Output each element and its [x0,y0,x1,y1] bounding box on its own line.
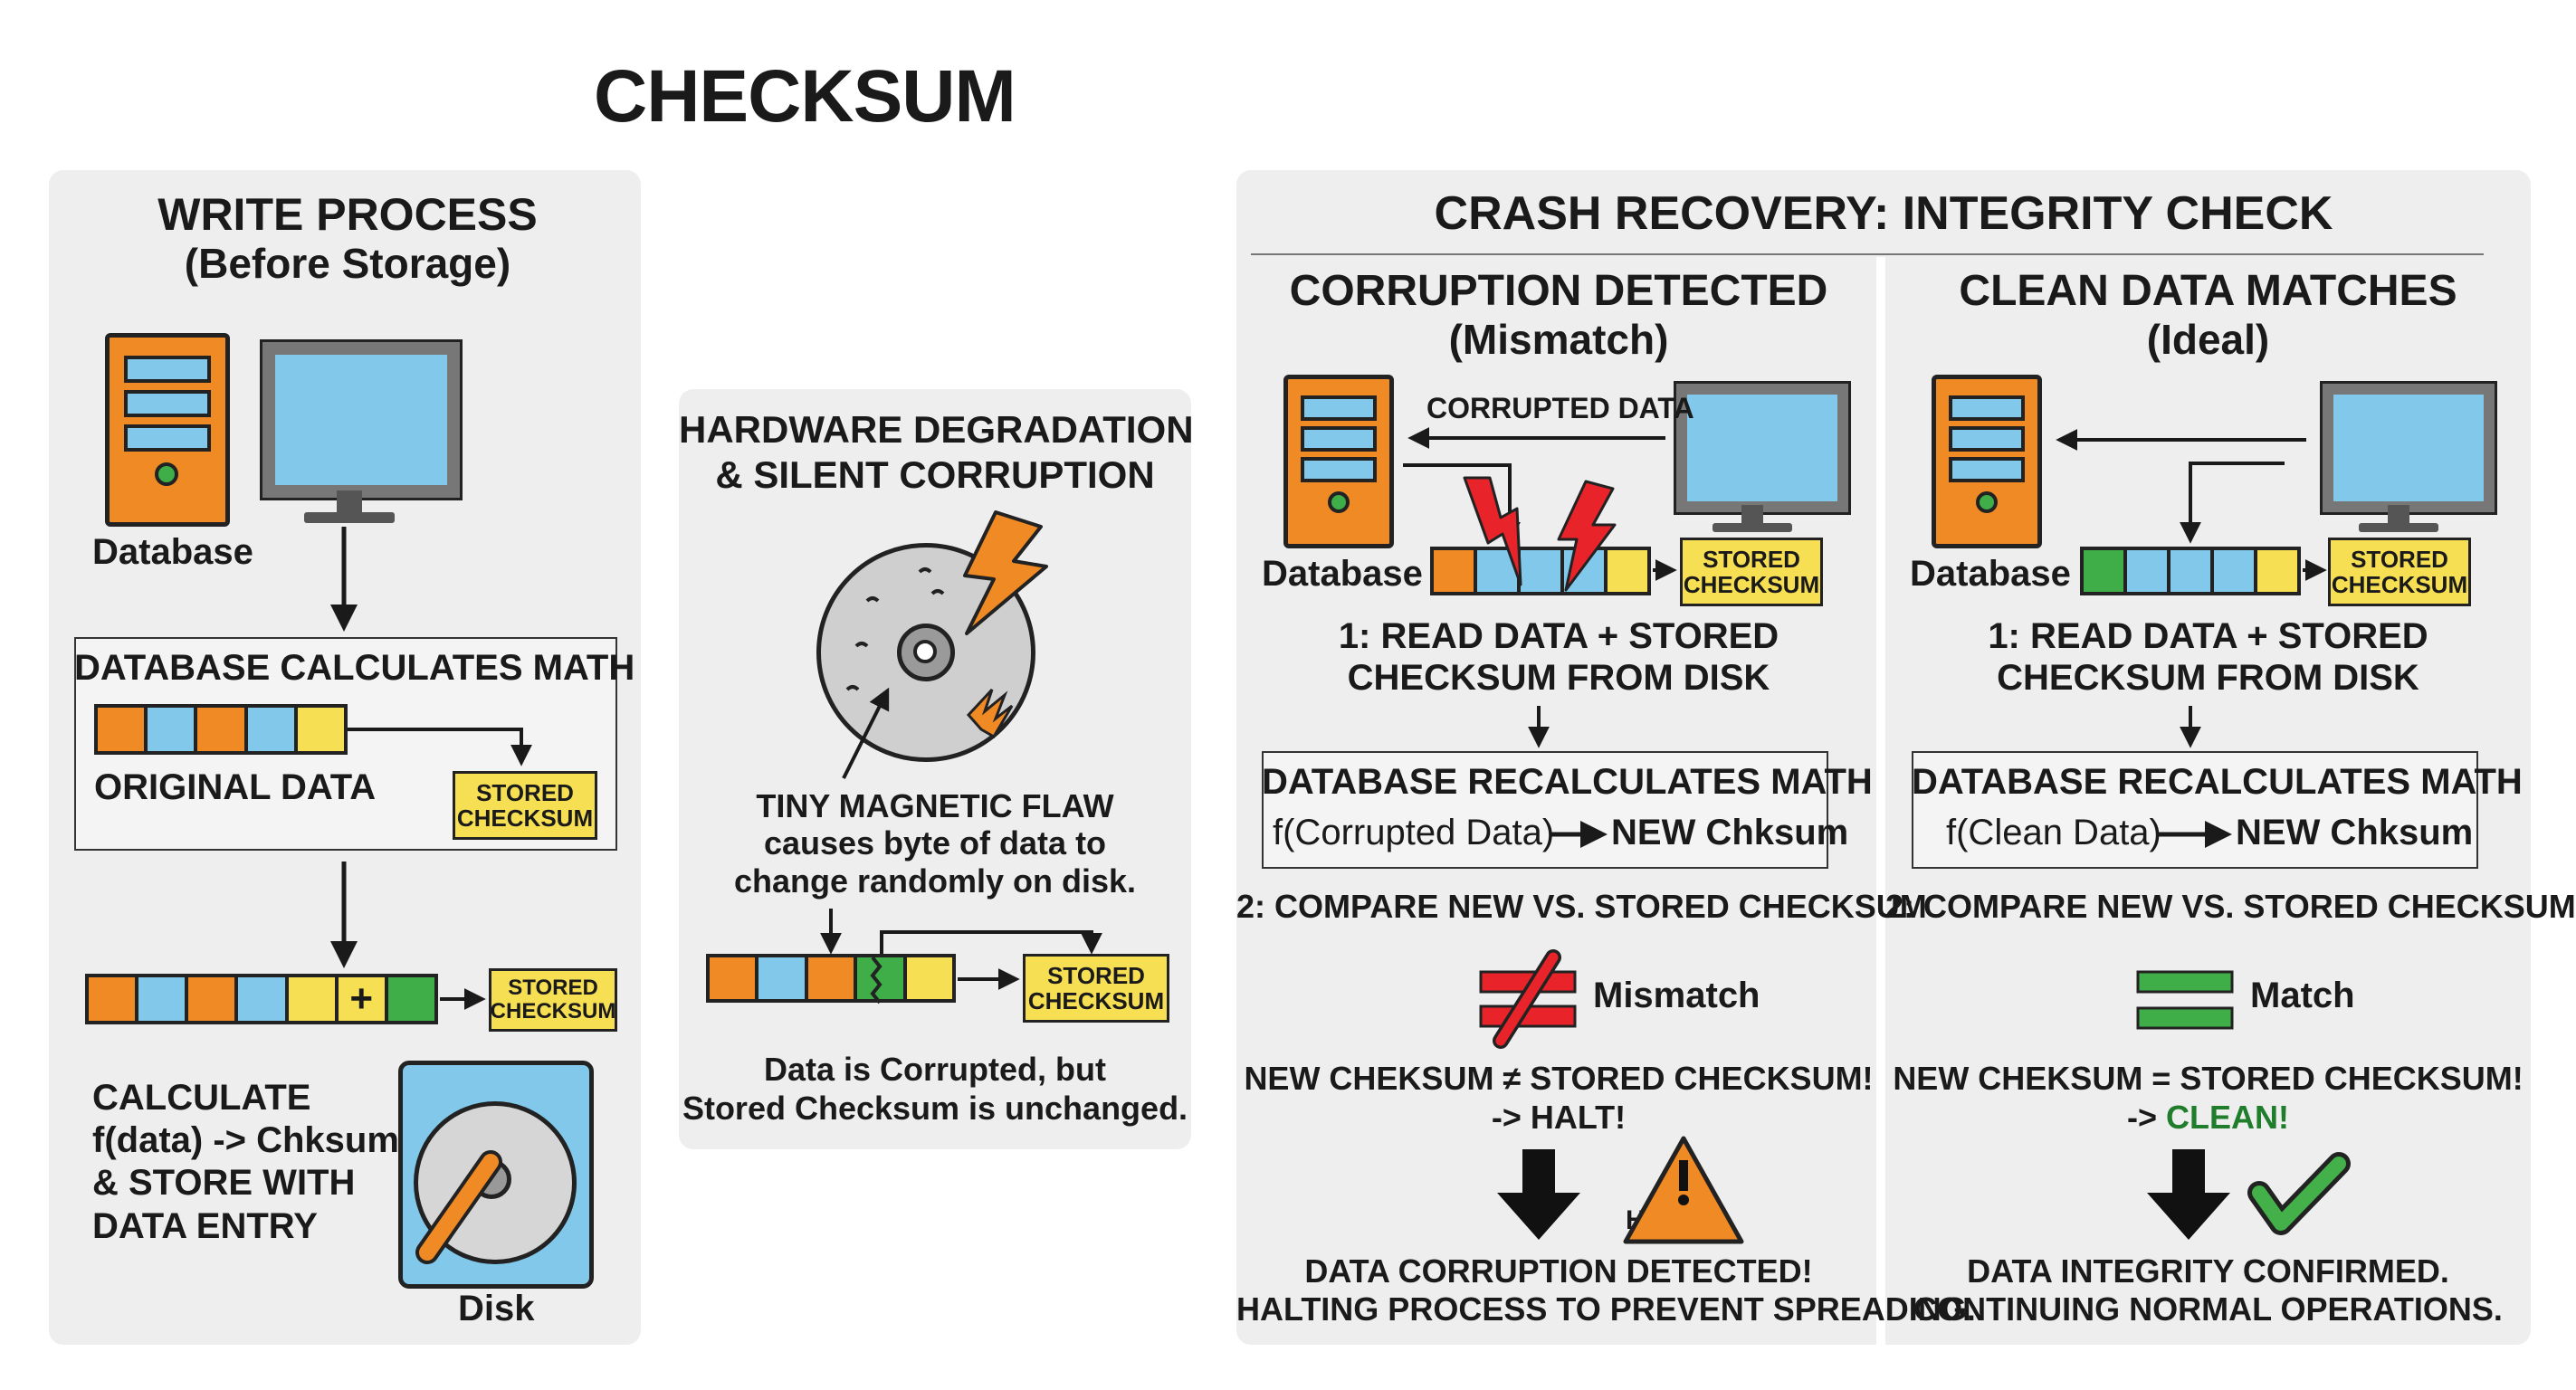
plus-sign: + [349,976,374,1021]
database-label: Database [1262,554,1423,594]
database-server-icon [1283,375,1394,548]
data-with-checksum-strip: + [85,974,438,1024]
corrupted-data-strip [706,954,956,1003]
recalculates-math-box [1912,751,2478,869]
corrupted-data-label: CORRUPTED DATA [1426,392,1694,424]
write-subheading: (Before Storage) [184,240,511,287]
new-checksum-text: NEW Chksum [1611,813,1849,852]
clean-subheading: (Ideal) [2146,316,2270,363]
recovery-column-separator [1876,257,1885,1345]
new-checksum-text: NEW Chksum [2236,813,2474,852]
recovery-heading-divider [1251,253,2484,255]
match-result-text: NEW CHEKSUM = STORED CHECKSUM! -> CLEAN! [1893,1060,2524,1137]
monitor-icon [260,339,463,500]
compare-step-text: 2: COMPARE NEW VS. STORED CHECKSUM [1885,888,2576,925]
mismatch-result-text: NEW CHEKSUM ≠ STORED CHECKSUM! -> HALT! [1244,1060,1874,1137]
clean-data-strip [2080,547,2301,595]
original-data-strip [94,704,348,755]
clean-function-text: f(Clean Data) [1946,813,2161,852]
hardware-heading: HARDWARE DEGRADATION [679,408,1194,451]
recalculates-math-title: DATABASE RECALCULATES MATH [1262,762,1873,802]
clean-heading: CLEAN DATA MATCHES [1959,267,2457,315]
monitor-icon [1674,381,1851,515]
disk-label: Disk [458,1289,535,1328]
compare-step-text: 2: COMPARE NEW VS. STORED CHECKSUM [1236,888,1927,925]
corrupted-data-strip [1430,547,1651,595]
corruption-heading: CORRUPTION DETECTED [1289,267,1828,315]
mismatch-label: Mismatch [1593,976,1760,1015]
halt-label: HALT [1626,1205,1696,1235]
hardware-degradation-panel [679,389,1191,1149]
recalculates-math-title: DATABASE RECALCULATES MATH [1912,762,2523,802]
hardware-subheading: & SILENT CORRUPTION [715,453,1155,496]
original-data-label: ORIGINAL DATA [94,767,377,807]
recalculates-math-box [1262,751,1828,869]
calculate-instructions: CALCULATE f(data) -> Chksum & STORE WITH… [92,1078,399,1246]
read-step-text: 1: READ DATA + STORED CHECKSUM FROM DISK [1988,616,2428,698]
calculates-math-title: DATABASE CALCULATES MATH [74,648,635,688]
monitor-icon [2320,381,2497,515]
corruption-subheading: (Mismatch) [1448,316,1669,363]
read-step-text: 1: READ DATA + STORED CHECKSUM FROM DISK [1338,616,1779,698]
write-heading: WRITE PROCESS [157,189,538,240]
disk-platter-icon [816,543,1035,762]
page-title: CHECKSUM [594,55,1016,138]
database-server-icon [105,333,230,527]
match-label: Match [2250,976,2355,1015]
hard-disk-icon [398,1061,594,1289]
corrupted-function-text: f(Corrupted Data) [1273,813,1555,852]
database-label: Database [92,532,253,572]
corruption-final-text: DATA CORRUPTION DETECTED! HALTING PROCES… [1236,1252,1976,1328]
clean-final-text: DATA INTEGRITY CONFIRMED. CONTINUING NOR… [1913,1252,2503,1328]
magnetic-flaw-text: TINY MAGNETIC FLAW causes byte of data t… [733,787,1137,900]
database-server-icon [1932,375,2042,548]
corruption-note: Data is Corrupted, but Stored Checksum i… [682,1051,1188,1128]
recovery-heading: CRASH RECOVERY: INTEGRITY CHECK [1434,187,2333,240]
database-label: Database [1910,554,2071,594]
